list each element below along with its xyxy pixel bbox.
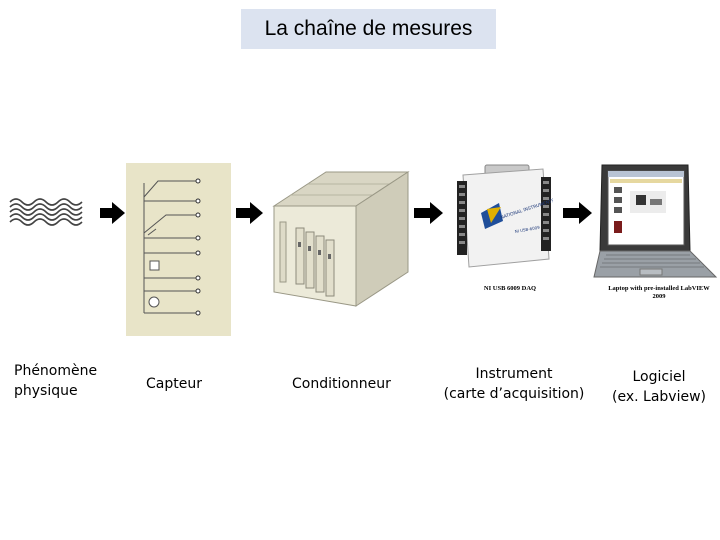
page-title-text: La chaîne de mesures (265, 17, 473, 41)
arrow-icon (100, 201, 126, 225)
stage-label-logiciel: Logiciel (ex. Labview) (606, 367, 712, 407)
arrow-icon (414, 201, 444, 225)
wave-icon (8, 196, 88, 228)
sensor-schematic-icon (126, 163, 231, 336)
laptop-icon (592, 163, 718, 281)
arrow-icon (236, 201, 264, 225)
daq-device-icon: NATIONAL INSTRUMENTS NI USB-6009 (455, 163, 553, 273)
daq-caption: NI USB 6009 DAQ (470, 285, 550, 293)
stage-label-instrument: Instrument (carte d’acquisition) (440, 364, 588, 404)
page-title: La chaîne de mesures (241, 9, 496, 49)
arrow-icon (563, 201, 593, 225)
signal-conditioner-icon (268, 162, 410, 310)
stage-label-conditionneur: Conditionneur (292, 374, 391, 394)
laptop-caption: Laptop with pre-installed LabVIEW 2009 (604, 285, 714, 301)
stage-label-phenomene: Phénomène physique (14, 361, 97, 401)
stage-label-capteur: Capteur (146, 374, 202, 394)
